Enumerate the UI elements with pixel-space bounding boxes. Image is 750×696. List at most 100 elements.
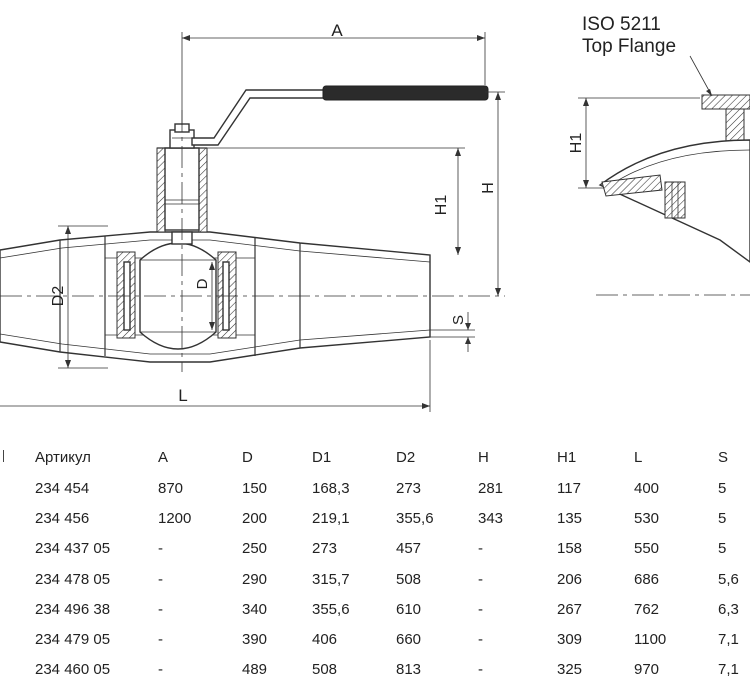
cell-d2: 508 [396,570,422,588]
dimension-label-d: D [194,278,211,289]
callout-top-flange: Top Flange [582,36,676,57]
cell-l: 550 [634,540,660,558]
table-row-marker [0,655,35,685]
cell-d: 390 [242,631,268,649]
dimension-label-l: L [178,386,187,405]
cell-article: 234 454 [35,479,90,497]
cell-article: 234 479 05 [35,631,111,649]
column-header-d: D [242,448,253,466]
table-row-marker [0,503,35,533]
cell-l: 686 [634,570,660,588]
table-row-marker [0,624,35,654]
cell-h: 343 [478,509,504,527]
cell-h: - [478,540,483,558]
cell-h1: 206 [557,570,583,588]
cell-d2: 355,6 [396,509,434,527]
cell-s: 7,1 [718,661,739,679]
cell-h1: 135 [557,509,583,527]
cell-l: 530 [634,509,660,527]
cell-h: - [478,661,483,679]
cell-d: 489 [242,661,268,679]
dimension-label-s: S [450,315,467,325]
cell-a: - [158,540,163,558]
cell-s: 5 [718,479,727,497]
cell-a: - [158,661,163,679]
cell-d2: 273 [396,479,422,497]
cell-d: 340 [242,600,268,618]
table-row-marker [0,594,35,624]
table-row-marker [0,473,35,503]
cell-l: 762 [634,600,660,618]
cell-d: 200 [242,509,268,527]
column-header-a: A [158,448,169,466]
cell-h: - [478,570,483,588]
table-row: 234 454 870 150 168,3 273 281 117 400 5 [0,473,750,503]
cell-d: 290 [242,570,268,588]
cell-d: 150 [242,479,268,497]
cell-d1: 406 [312,631,338,649]
cell-a: 870 [158,479,184,497]
cell-d1: 315,7 [312,570,350,588]
cell-a: - [158,631,163,649]
cell-h: 281 [478,479,504,497]
table-row: 234 456 1200 200 219,1 355,6 343 135 530 5 [0,503,750,533]
cell-article: 234 460 05 [35,661,111,679]
cell-d1: 508 [312,661,338,679]
cell-d1: 273 [312,540,338,558]
cell-d1: 355,6 [312,600,350,618]
table-row: 234 478 05 - 290 315,7 508 - 206 686 5,6 [0,564,750,594]
dimension-label-a: A [331,21,343,40]
side-dimension-label-h1: H1 [568,133,585,154]
column-header-l: L [634,448,643,466]
column-header-d2: D2 [396,448,416,466]
cell-article: 234 456 [35,509,90,527]
cell-h1: 267 [557,600,583,618]
cell-d: 250 [242,540,268,558]
valve-technical-drawing: A H1 H S D2 D L H1 ISO 5211 Top Flange [0,14,750,412]
column-header-h: H [478,448,489,466]
cell-s: 5 [718,509,727,527]
cell-s: 6,3 [718,600,739,618]
column-header-article: Артикул [35,448,91,466]
cell-l: 400 [634,479,660,497]
table-row-marker [0,564,35,594]
table-row-marker [0,441,35,473]
cell-article: 234 478 05 [35,570,111,588]
cell-h1: 158 [557,540,583,558]
cell-d2: 660 [396,631,422,649]
lever-handle [191,85,489,146]
table-row: 234 479 05 - 390 406 660 - 309 1100 7,1 [0,624,750,654]
cell-a: - [158,570,163,588]
cell-s: 7,1 [718,631,739,649]
cell-d1: 168,3 [312,479,350,497]
cell-a: 1200 [158,509,192,527]
cell-d1: 219,1 [312,509,350,527]
dimension-label-h1: H1 [433,195,450,216]
stem-housing [156,147,208,245]
callout-iso-5211: ISO 5211 [582,14,661,35]
cell-a: - [158,600,163,618]
table-header-row: Артикул A D D1 D2 H H1 L S [0,441,750,473]
cell-l: 1100 [634,631,667,649]
dimension-label-h: H [480,182,497,194]
cell-h: - [478,600,483,618]
cell-h1: 117 [557,479,581,497]
cell-h1: 309 [557,631,583,649]
cell-h: - [478,631,483,649]
side-view [578,55,750,296]
cell-h1: 325 [557,661,583,679]
specification-table-body: Артикул A D D1 D2 H H1 L S 234 454 870 150… [0,441,750,685]
cell-l: 970 [634,661,660,679]
dimension-lines [0,32,505,412]
cell-s: 5 [718,540,727,558]
cell-d2: 813 [396,661,422,679]
table-row: 234 460 05 - 489 508 813 - 325 970 7,1 [0,655,750,685]
specification-table: Артикул A D D1 D2 H H1 L S 234 454 870 150… [0,441,750,685]
valve-ball [139,242,217,350]
column-header-h1: H1 [557,448,577,466]
cell-article: 234 496 38 [35,600,111,618]
column-header-s: S [718,448,729,466]
cell-s: 5,6 [718,570,739,588]
